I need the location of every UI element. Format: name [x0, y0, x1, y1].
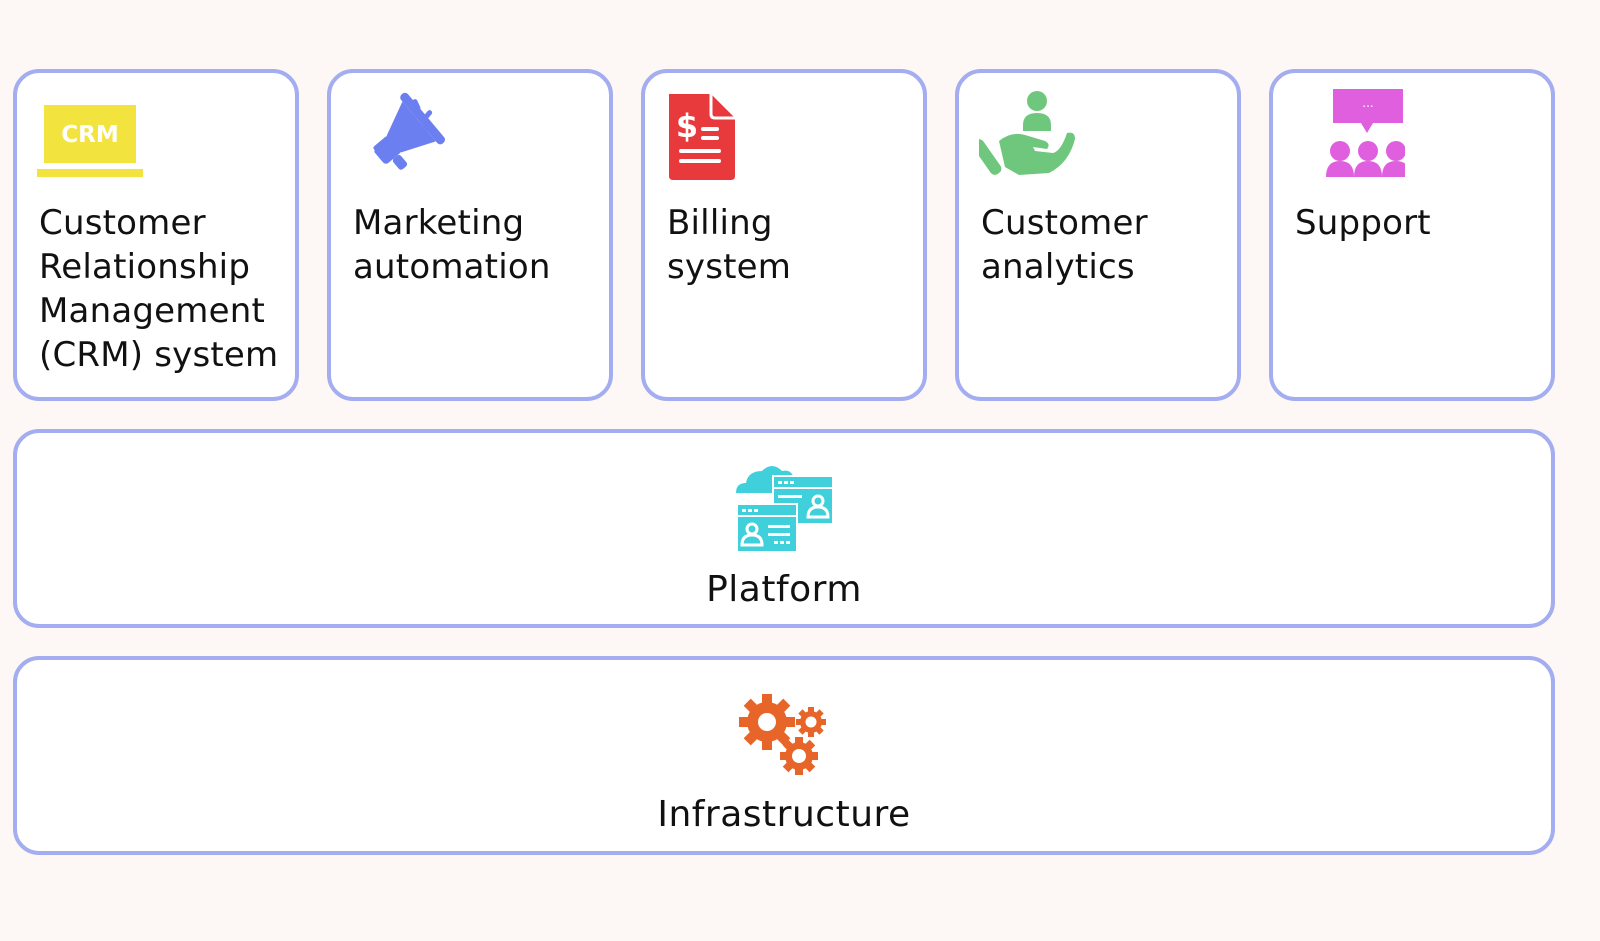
chat-ellipsis: ...: [1362, 96, 1373, 110]
cloud-profiles-icon: [736, 466, 834, 553]
marketing-automation-card: Marketing automation: [327, 69, 613, 401]
platform-label: Platform: [706, 569, 862, 610]
gears-icon: [739, 694, 826, 775]
infrastructure-label: Infrastructure: [657, 794, 911, 835]
invoice-dollar-icon: $: [669, 94, 735, 180]
support-card: ... Support: [1269, 69, 1555, 401]
customer-analytics-label: Customer analytics: [981, 203, 1148, 287]
crm-laptop-icon: CRM: [37, 105, 143, 177]
megaphone-icon: [365, 92, 445, 170]
svg-text:$: $: [676, 107, 698, 145]
support-label: Support: [1295, 203, 1431, 243]
billing-system-label: Billing system: [667, 203, 792, 287]
infrastructure-layer: Infrastructure: [13, 656, 1555, 855]
crm-card: CRM Customer Relationship Management (CR…: [13, 69, 299, 401]
platform-layer: Platform: [13, 429, 1555, 628]
team-chat-icon: ...: [1326, 89, 1405, 177]
crm-label: Customer Relationship Management (CRM) s…: [39, 203, 279, 375]
billing-system-card: $ Billing system: [641, 69, 927, 401]
hand-user-icon: [979, 91, 1075, 175]
marketing-automation-label: Marketing automation: [353, 203, 551, 287]
customer-analytics-card: Customer analytics: [955, 69, 1241, 401]
crm-icon-text: CRM: [61, 122, 118, 148]
